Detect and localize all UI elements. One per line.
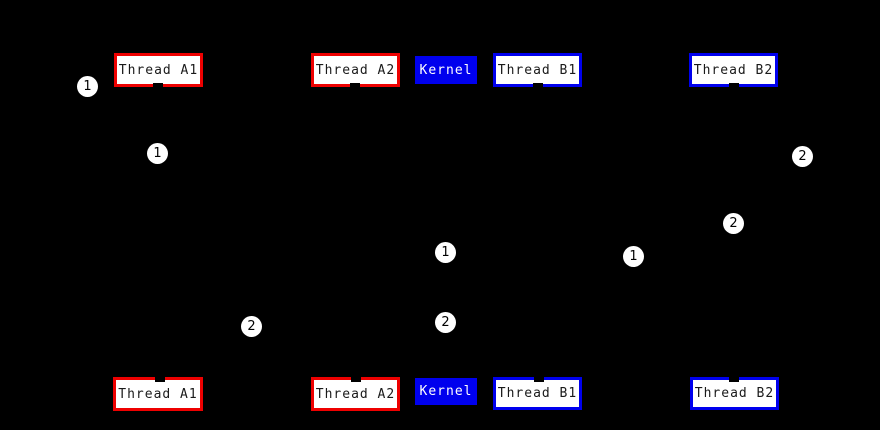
step-marker: 2: [241, 316, 262, 337]
lifeline-notch: [729, 83, 739, 88]
node-thread-a2-top: Thread A2: [311, 53, 400, 87]
node-label: Thread A1: [118, 386, 198, 402]
node-label: Thread A2: [315, 386, 396, 402]
node-kernel-bottom: Kernel: [415, 378, 477, 405]
node-label: Kernel: [419, 384, 473, 399]
node-thread-b2-top: Thread B2: [689, 53, 778, 87]
step-marker: 1: [77, 76, 98, 97]
node-thread-b2-bottom: Thread B2: [690, 377, 779, 410]
lifeline-notch: [351, 377, 361, 382]
lifeline-notch: [350, 83, 360, 88]
node-kernel-top: Kernel: [415, 56, 477, 84]
step-marker: 1: [147, 143, 168, 164]
node-label: Thread A2: [315, 62, 396, 78]
step-marker: 2: [435, 312, 456, 333]
node-label: Thread B2: [694, 386, 775, 401]
step-marker: 1: [435, 242, 456, 263]
step-marker: 1: [623, 246, 644, 267]
step-marker: 2: [792, 146, 813, 167]
node-thread-a2-bottom: Thread A2: [311, 377, 400, 411]
lifeline-notch: [155, 377, 165, 382]
lifeline-notch: [534, 377, 544, 382]
node-thread-b1-top: Thread B1: [493, 53, 582, 87]
node-label: Kernel: [419, 62, 473, 78]
lifeline-notch: [729, 377, 739, 382]
lifeline-notch: [533, 83, 543, 88]
node-label: Thread B1: [497, 62, 578, 78]
node-thread-a1-bottom: Thread A1: [113, 377, 203, 411]
node-label: Thread B2: [693, 62, 774, 78]
step-marker: 2: [723, 213, 744, 234]
node-label: Thread A1: [118, 62, 199, 78]
node-label: Thread B1: [497, 386, 578, 401]
node-thread-a1-top: Thread A1: [114, 53, 203, 87]
lifeline-notch: [153, 83, 163, 88]
